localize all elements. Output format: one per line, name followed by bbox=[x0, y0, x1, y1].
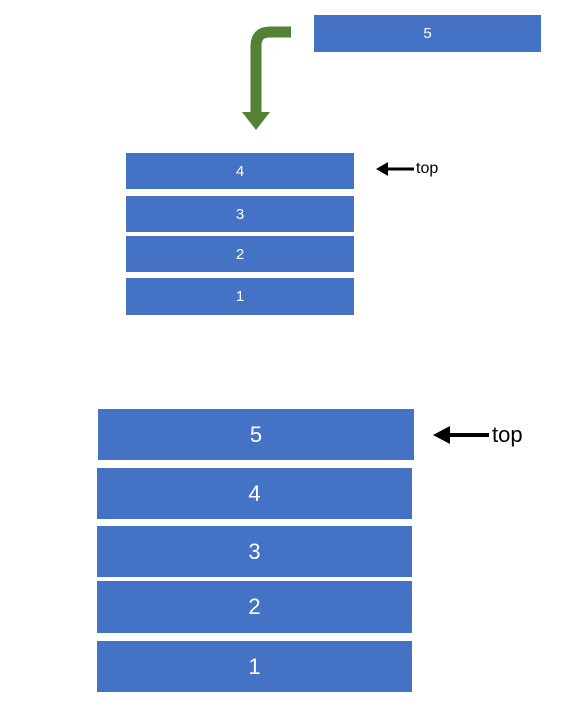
top-label: top bbox=[416, 160, 439, 177]
before-stack-block: 3 bbox=[126, 196, 354, 232]
after-stack-block: 3 bbox=[97, 526, 412, 577]
after-top-pointer: top bbox=[433, 422, 523, 448]
before-stack-block: 4 bbox=[126, 153, 354, 189]
after-stack-block: 1 bbox=[97, 641, 412, 692]
incoming-block: 5 bbox=[314, 15, 541, 52]
incoming-block-label: 5 bbox=[423, 25, 432, 42]
top-label: top bbox=[492, 422, 523, 447]
after-stack-block: 5 bbox=[98, 409, 414, 460]
before-stack-block: 2 bbox=[126, 236, 354, 272]
push-arrow-icon bbox=[230, 18, 300, 138]
left-arrow-icon bbox=[376, 159, 414, 179]
after-stack-block: 4 bbox=[97, 468, 412, 519]
left-arrow-icon bbox=[433, 423, 489, 447]
after-stack-block: 2 bbox=[97, 581, 412, 633]
before-stack-block: 1 bbox=[126, 278, 354, 315]
before-top-pointer: top bbox=[376, 159, 438, 179]
